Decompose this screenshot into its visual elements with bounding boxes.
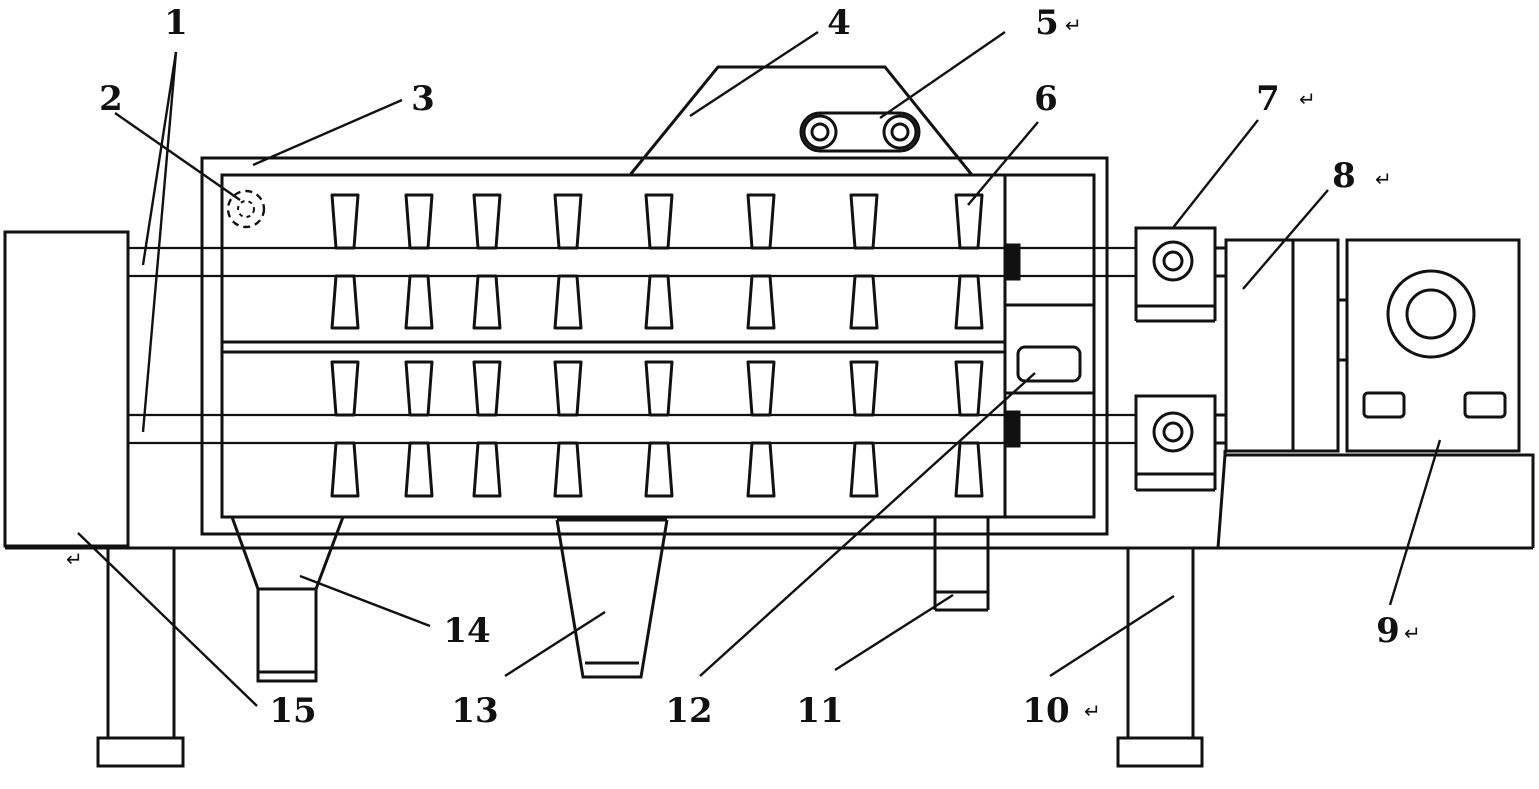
motor	[1345, 238, 1521, 453]
label-11: 11	[796, 691, 843, 731]
outlet-pipe	[933, 517, 990, 612]
paddle-blade	[644, 274, 674, 330]
paddle-blade	[954, 360, 984, 417]
housing	[200, 156, 1109, 536]
left-discharge-hopper	[230, 516, 345, 683]
paddle-blade	[746, 193, 776, 250]
paddle-blade	[553, 360, 583, 417]
paddle-blade	[849, 193, 879, 250]
middle-discharge-hopper	[555, 518, 669, 679]
paddle-blade	[472, 193, 502, 250]
right-leg	[1116, 548, 1204, 768]
return-mark-15: ↵	[66, 547, 83, 571]
label-4: 4	[827, 3, 851, 43]
label-10: 10	[1022, 691, 1069, 731]
paddle-blade	[404, 360, 434, 417]
paddle-blade	[746, 274, 776, 330]
upper-shaft	[128, 243, 1135, 281]
paddle-blade	[849, 360, 879, 417]
paddle-blade	[330, 360, 360, 417]
paddle-blade	[330, 274, 360, 330]
paddle-blade	[472, 274, 502, 330]
return-mark-10: ↵	[1084, 699, 1101, 723]
paddle-group	[330, 193, 984, 498]
paddle-blade	[472, 360, 502, 417]
return-mark-9: ↵	[1404, 621, 1421, 645]
paddle-blade	[644, 193, 674, 250]
inner-chamber	[220, 173, 1096, 519]
label-1: 1	[164, 3, 188, 43]
left-end-block	[3, 230, 130, 548]
label-6: 6	[1034, 79, 1058, 119]
label-13: 13	[451, 691, 498, 731]
belt-pulleys	[799, 111, 921, 153]
return-mark-8: ↵	[1375, 167, 1392, 191]
right-base-platform	[1216, 450, 1535, 549]
paddle-blade	[404, 193, 434, 250]
lower-bearing-block	[1134, 394, 1217, 492]
label-8: 8	[1332, 156, 1356, 196]
return-mark-5: ↵	[1065, 13, 1082, 37]
paddle-blade	[330, 441, 360, 498]
left-leg	[96, 548, 185, 768]
gearbox	[1224, 238, 1347, 453]
sensor-circle	[226, 189, 266, 229]
upper-bearing-block	[1134, 226, 1217, 323]
paddle-blade	[849, 274, 879, 330]
lower-shaft	[128, 410, 1135, 448]
paddle-blade	[472, 441, 502, 498]
paddle-blade	[644, 360, 674, 417]
paddle-blade	[644, 441, 674, 498]
paddle-blade	[954, 274, 984, 330]
inspection-window	[1016, 345, 1082, 383]
paddle-blade	[954, 441, 984, 498]
label-2: 2	[99, 79, 123, 119]
paddle-blade	[553, 441, 583, 498]
label-15: 15	[269, 691, 316, 731]
paddle-blade	[553, 274, 583, 330]
label-9: 9	[1376, 611, 1400, 651]
paddle-blade	[746, 360, 776, 417]
paddle-blade	[404, 441, 434, 498]
label-3: 3	[411, 79, 435, 119]
paddle-blade	[404, 274, 434, 330]
label-5: 5	[1035, 3, 1059, 43]
paddle-blade	[849, 441, 879, 498]
top-hood	[628, 65, 974, 176]
label-14: 14	[443, 611, 490, 651]
label-7: 7	[1256, 79, 1280, 119]
return-mark-7: ↵	[1299, 87, 1316, 111]
paddle-blade	[746, 441, 776, 498]
label-12: 12	[665, 691, 712, 731]
paddle-blade	[553, 193, 583, 250]
leader-lines	[77, 30, 1442, 707]
paddle-blade	[330, 193, 360, 250]
